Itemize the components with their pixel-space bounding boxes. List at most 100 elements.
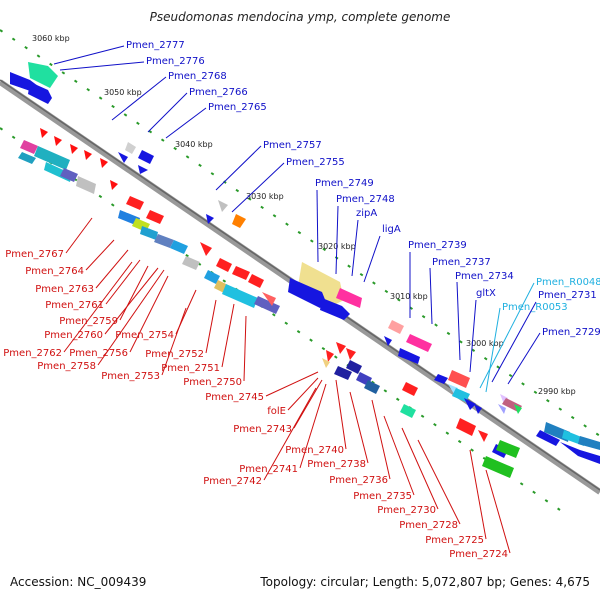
gene-label-bottom: Pmen_2725 <box>425 535 484 546</box>
gene-label-top: Pmen_2755 <box>286 157 345 168</box>
gene-label-bottom: Pmen_2730 <box>377 505 436 516</box>
gene-label-leader <box>165 107 207 139</box>
gene-label-top: Pmen_2748 <box>336 194 395 205</box>
gene-label-leader <box>507 332 541 385</box>
gene-label-top: Pmen_2739 <box>408 240 467 251</box>
gene-label-leader <box>63 261 133 353</box>
gene-label-leader <box>401 427 439 510</box>
gene-label-bottom: Pmen_2728 <box>399 520 458 531</box>
labels-bottom: Pmen_2767Pmen_2764Pmen_2763Pmen_2761Pmen… <box>3 217 511 560</box>
gene-label-bottom: Pmen_2750 <box>183 377 242 388</box>
gene-label-bottom: Pmen_2745 <box>205 392 264 403</box>
gene-label-bottom: Pmen_2743 <box>233 424 292 435</box>
gene-label-top: Pmen_2766 <box>189 87 248 98</box>
gene-label-leader <box>316 189 319 263</box>
scale-tick-label: 3030 kbp <box>246 192 284 201</box>
scale-tick-label: 2990 kbp <box>538 387 576 396</box>
gene-label-bottom: Pmen_2753 <box>101 371 160 382</box>
gene-label-leader <box>491 301 537 383</box>
labels-top: Pmen_2777Pmen_2776Pmen_2768Pmen_2766Pmen… <box>53 40 600 393</box>
gene-label-top: gltX <box>476 288 496 299</box>
gene-label-bottom: Pmen_2741 <box>239 464 298 475</box>
gene-label-leader <box>265 371 319 397</box>
gene-label-bottom: Pmen_2738 <box>307 459 366 470</box>
gene-label-leader <box>469 299 477 373</box>
gene-label-leader <box>119 265 149 321</box>
accession-text: Accession: NC_009439 <box>10 575 147 589</box>
genes-forward <box>10 62 600 464</box>
gene-label-leader <box>287 377 319 411</box>
gene-label-bottom: folE <box>267 406 286 417</box>
gene-label-bottom: Pmen_2759 <box>59 316 118 327</box>
gene-label-leader <box>293 379 323 429</box>
scale-tick-label: 3060 kbp <box>32 34 70 43</box>
gene-label-top: Pmen_2768 <box>168 71 227 82</box>
gene-label-top: Pmen_2777 <box>126 40 185 51</box>
gene-label-leader <box>417 439 461 525</box>
gene-label-leader <box>351 219 359 277</box>
gene-label-top: Pmen_2729 <box>542 327 600 338</box>
gene-label-bottom: Pmen_2756 <box>69 348 128 359</box>
gene-label-leader <box>335 205 339 275</box>
gene-label-leader <box>456 281 461 361</box>
genes-reverse <box>18 128 520 478</box>
gene-label-leader <box>205 299 217 354</box>
gene-label-leader <box>85 239 115 271</box>
gene-label-leader <box>97 269 165 366</box>
gene-label-leader <box>129 275 169 353</box>
gene-label-top: ligA <box>382 224 401 235</box>
gene-label-leader <box>243 315 247 382</box>
gene-label-bottom: Pmen_2760 <box>44 330 103 341</box>
gene-label-leader <box>147 92 188 133</box>
topology-text: Topology: circular; Length: 5,072,807 bp… <box>260 575 590 589</box>
gene-label-leader <box>215 145 262 191</box>
gene-label-bottom: Pmen_2751 <box>161 363 220 374</box>
gene-label-bottom: Pmen_2736 <box>329 475 388 486</box>
gene-label-leader <box>485 307 501 393</box>
gc-track-upper <box>0 29 600 437</box>
gene-label-leader <box>263 387 317 481</box>
gene-label-leader <box>469 449 487 540</box>
gene-label-top: Pmen_R0048 <box>536 277 600 288</box>
gene-label-bottom: Pmen_2752 <box>145 349 204 360</box>
gene-label-leader <box>383 415 415 496</box>
gene-label-bottom: Pmen_2724 <box>449 549 508 560</box>
gene-label-bottom: Pmen_2742 <box>203 476 262 487</box>
gene-label-leader <box>161 307 187 376</box>
gene-label-bottom: Pmen_2767 <box>5 249 64 260</box>
gene-label-bottom: Pmen_2735 <box>353 491 412 502</box>
gene-label-leader <box>221 303 235 368</box>
scale-tick-label: 3000 kbp <box>466 339 504 348</box>
gene-label-leader <box>111 76 167 121</box>
scale-tick-label: 3050 kbp <box>104 88 142 97</box>
gene-label-top: Pmen_2731 <box>538 290 597 301</box>
gene-label-leader <box>485 469 511 554</box>
gene-label-leader <box>335 379 347 450</box>
gene-label-leader <box>104 267 159 335</box>
gene-label-leader <box>363 235 381 283</box>
gene-label-top: Pmen_2749 <box>315 178 374 189</box>
gene-label-bottom: Pmen_2758 <box>37 361 96 372</box>
gene-label-top: Pmen_2757 <box>263 140 322 151</box>
scale-tick-label: 3040 kbp <box>175 140 213 149</box>
gene-label-top: Pmen_2776 <box>146 56 205 67</box>
gene-label-leader <box>105 259 141 305</box>
gene-label-leader <box>349 391 369 464</box>
gene-label-leader <box>479 282 535 389</box>
gene-label-top: Pmen_2765 <box>208 102 267 113</box>
gene-label-bottom: Pmen_2763 <box>35 284 94 295</box>
gene-label-top: Pmen_R0053 <box>502 302 568 313</box>
gene-label-top: Pmen_2734 <box>455 271 514 282</box>
gene-label-bottom: Pmen_2764 <box>25 266 84 277</box>
scale-tick-label: 3010 kbp <box>390 292 428 301</box>
gene-label-bottom: Pmen_2740 <box>285 445 344 456</box>
map-title: Pseudomonas mendocina ymp, complete geno… <box>149 10 451 24</box>
gene-label-leader <box>429 267 433 325</box>
gene-label-leader <box>95 249 129 289</box>
gene-label-bottom: Pmen_2754 <box>115 330 174 341</box>
gene-label-leader <box>59 61 145 71</box>
gene-label-leader <box>371 399 391 480</box>
gene-label-top: Pmen_2737 <box>432 257 491 268</box>
gene-label-leader <box>299 383 327 469</box>
